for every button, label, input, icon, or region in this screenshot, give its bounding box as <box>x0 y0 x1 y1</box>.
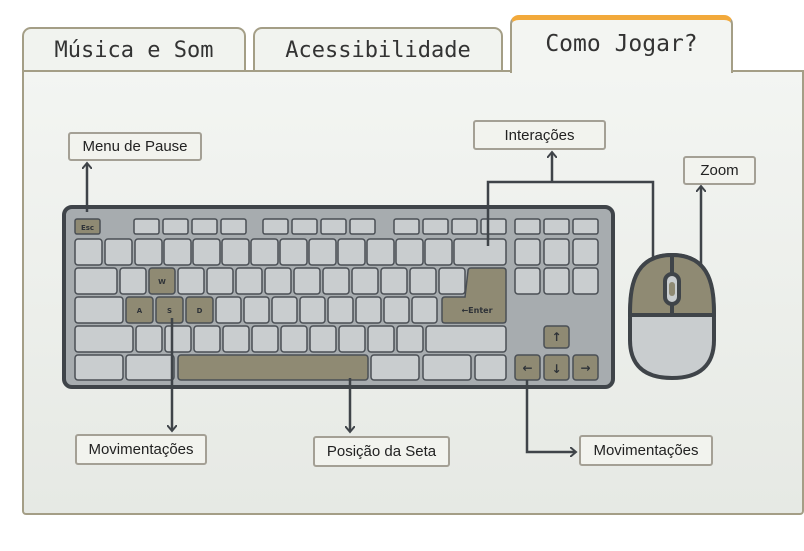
tab-acessibilidade[interactable]: Acessibilidade <box>253 27 503 72</box>
tab-musica-e-som[interactable]: Música e Som <box>22 27 246 72</box>
svg-text:↓: ↓ <box>551 362 561 376</box>
key-a <box>125 296 154 324</box>
label-interacoes: Interações <box>473 120 606 150</box>
label-menu-de-pause: Menu de Pause <box>68 132 202 161</box>
key-s <box>155 296 184 324</box>
key-esc <box>74 218 101 235</box>
svg-text:←Enter: ←Enter <box>461 306 492 315</box>
svg-text:A: A <box>137 307 143 315</box>
svg-text:S: S <box>167 307 172 315</box>
svg-text:↑: ↑ <box>551 330 561 344</box>
svg-text:←: ← <box>522 361 532 375</box>
svg-text:Esc: Esc <box>81 224 94 232</box>
key-up <box>543 325 570 349</box>
label-movimentacoes-setas: Movimentações <box>579 435 713 466</box>
key-d <box>185 296 214 324</box>
key-w <box>148 267 176 295</box>
svg-text:W: W <box>158 278 166 286</box>
svg-text:D: D <box>197 307 203 315</box>
label-movimentacoes-wasd: Movimentações <box>75 434 207 465</box>
label-zoom: Zoom <box>683 156 756 185</box>
key-enter <box>441 267 507 324</box>
key-right <box>572 354 599 381</box>
svg-text:→: → <box>580 361 590 375</box>
mouse <box>627 252 717 381</box>
key-down <box>543 354 570 381</box>
label-posicao-da-seta: Posição da Seta <box>313 436 450 467</box>
key-space <box>177 354 369 381</box>
tab-como-jogar[interactable]: Como Jogar? <box>510 15 733 73</box>
